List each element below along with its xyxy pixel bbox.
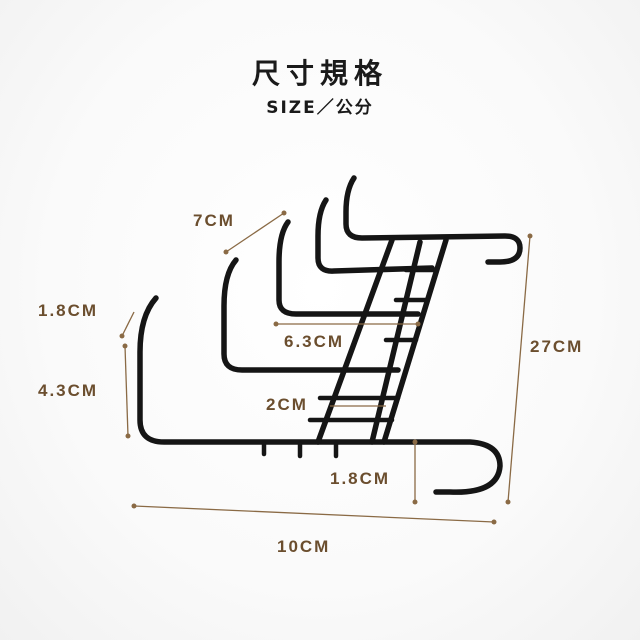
dim-dot <box>415 321 421 327</box>
label-height: 27CM <box>530 337 583 356</box>
dim-dot <box>119 333 125 339</box>
label-rung-gap: 2CM <box>266 395 308 414</box>
hook-rod-5 <box>137 295 503 495</box>
dim-dot <box>491 519 497 525</box>
hook-rod-2 <box>315 197 435 274</box>
dim-dot <box>281 210 287 216</box>
dim-line-hook-arm <box>124 345 129 437</box>
page-title: 尺寸規格 <box>251 57 388 90</box>
dim-dot <box>412 439 418 445</box>
label-end-hook: 1.8CM <box>330 469 390 488</box>
hook-rod-3 <box>276 219 421 317</box>
label-hook-arm: 4.3CM <box>38 381 98 400</box>
page-subtitle: SIZE／公分 <box>266 98 374 118</box>
dim-line-hook-tip <box>121 311 135 337</box>
dim-line-width <box>133 505 495 523</box>
side-rail-inner <box>315 237 395 445</box>
dim-dot <box>122 343 128 349</box>
dim-dot <box>131 503 137 509</box>
label-hook-gap: 7CM <box>193 211 235 230</box>
dim-line-height <box>507 235 531 503</box>
label-width: 10CM <box>277 537 330 556</box>
dim-dot <box>273 321 279 327</box>
dimension-lines <box>119 210 533 525</box>
label-rail-length: 6.3CM <box>284 332 344 351</box>
dim-dot <box>223 249 229 255</box>
dim-line-hook-gap <box>225 212 285 253</box>
dim-dot <box>412 499 418 505</box>
hook-rod-1 <box>343 175 523 265</box>
dim-dot <box>125 433 131 439</box>
dim-dot <box>505 499 511 505</box>
dim-dot <box>527 233 533 239</box>
hook-rod-4 <box>221 257 401 373</box>
hanger-rack-illustration <box>137 175 523 495</box>
label-hook-tip: 1.8CM <box>38 301 98 320</box>
